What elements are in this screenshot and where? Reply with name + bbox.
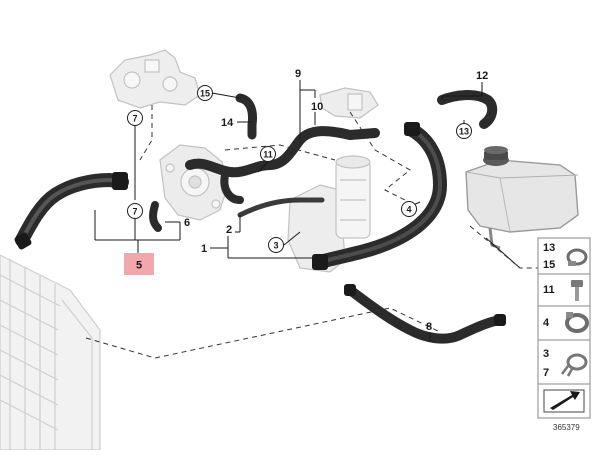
callout-10: 10 [311, 101, 323, 113]
hose-11 [185, 126, 380, 178]
band-clamp-icon [565, 312, 589, 333]
dashed-lines [85, 105, 540, 359]
svg-text:7: 7 [132, 207, 137, 217]
radiator-ghost [0, 254, 101, 451]
svg-text:15: 15 [200, 89, 210, 99]
callout-4: 4 [401, 201, 417, 217]
callout-15-top: 15 [197, 85, 213, 101]
spring-clamp-icon [561, 353, 588, 377]
legend-label-3: 3 [543, 348, 549, 360]
expansion-tank [465, 146, 579, 250]
callout-14: 14 [221, 117, 234, 129]
callout-8: 8 [426, 321, 432, 333]
callout-3: 3 [268, 237, 284, 253]
valve-ghost [319, 87, 379, 119]
legend-label-7: 7 [543, 367, 549, 379]
legend-label-13: 13 [543, 242, 555, 254]
hose-6 [149, 201, 162, 232]
hose-14 [235, 93, 257, 140]
callout-7-mid: 7 [127, 203, 143, 219]
legend-label-4: 4 [543, 317, 550, 329]
callout-1: 1 [201, 243, 207, 255]
svg-text:11: 11 [263, 150, 273, 160]
callout-13-top: 13 [456, 123, 472, 139]
parts-legend: 13 15 11 4 3 7 [537, 237, 591, 419]
legend-label-15: 15 [543, 259, 555, 271]
callout-7-top: 7 [127, 110, 143, 126]
svg-text:7: 7 [132, 114, 137, 124]
svg-text:5: 5 [136, 260, 142, 272]
svg-text:4: 4 [406, 205, 411, 215]
callout-12: 12 [476, 70, 488, 82]
hose-8 [345, 285, 505, 344]
callout-5-highlighted: 5 [124, 253, 154, 275]
hose-2 [237, 197, 325, 218]
diagram-reference-number: 365379 [553, 423, 580, 432]
callout-9: 9 [295, 68, 301, 80]
thermostat-housing-ghost [109, 49, 201, 109]
callout-11: 11 [260, 146, 276, 162]
hose-12 [437, 90, 498, 129]
leader-lines [94, 80, 521, 342]
bolt-icon [571, 280, 583, 301]
svg-text:3: 3 [273, 241, 278, 251]
legend-label-11: 11 [543, 284, 555, 296]
svg-text:13: 13 [459, 127, 469, 137]
callout-2: 2 [226, 224, 232, 236]
hose-5 [15, 173, 129, 247]
callout-6: 6 [184, 217, 190, 229]
hoses [14, 90, 506, 344]
water-pump-ghost [159, 144, 229, 221]
hose-clamp-icon [566, 248, 588, 266]
direction-arrow-icon [543, 389, 585, 413]
heat-exchanger-ghost [287, 155, 371, 273]
